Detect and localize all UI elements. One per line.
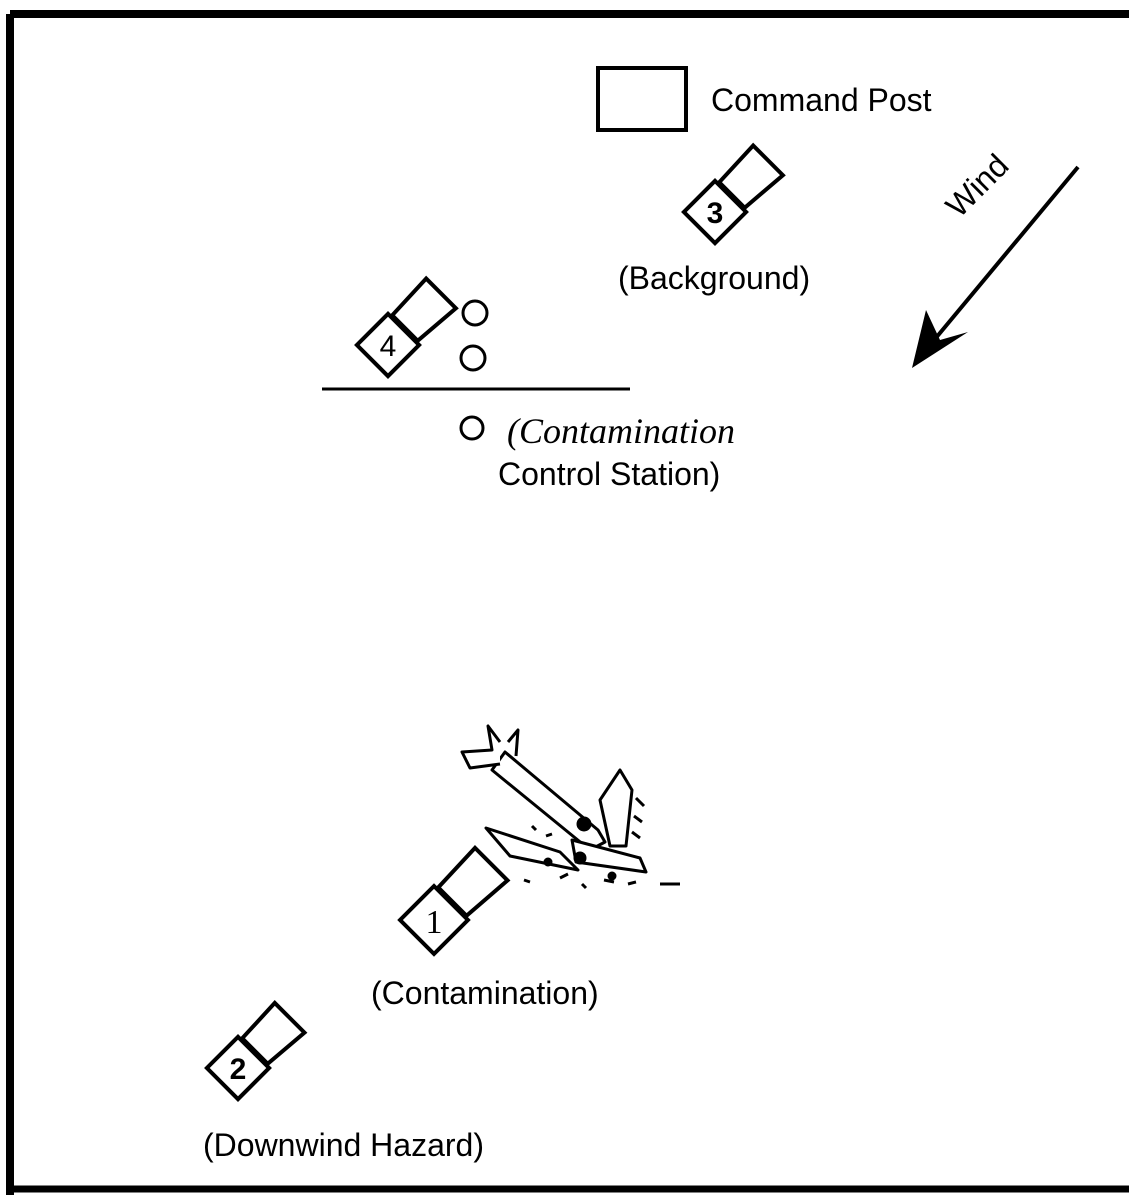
- instrument-icon: 4: [354, 275, 459, 379]
- station-1-caption: (Contamination): [371, 975, 599, 1011]
- command-post-label: Command Post: [711, 82, 932, 118]
- station-number: 3: [707, 197, 724, 230]
- station-4-caption-line2: Control Station): [498, 456, 721, 492]
- wind-arrow-icon: [912, 165, 1080, 368]
- command-post-icon: [596, 66, 688, 132]
- station-2-caption: (Downwind Hazard): [203, 1127, 484, 1163]
- control-point-icon: [461, 299, 489, 327]
- station-4-caption-line1: (Contamination: [507, 411, 736, 451]
- instrument-icon: 3: [681, 142, 786, 246]
- control-point-icon: [459, 415, 485, 441]
- instrument-icon: 2: [204, 1000, 308, 1102]
- station-3-caption: (Background): [618, 260, 811, 296]
- instrument-icon: 1: [397, 844, 511, 957]
- station-number: 4: [380, 330, 397, 363]
- aircraft-wreck-icon: [460, 724, 680, 890]
- diagram-frame: [6, 10, 1129, 1195]
- control-point-icon: [459, 344, 487, 372]
- station-number: 2: [230, 1053, 247, 1086]
- station-number: 1: [426, 904, 443, 941]
